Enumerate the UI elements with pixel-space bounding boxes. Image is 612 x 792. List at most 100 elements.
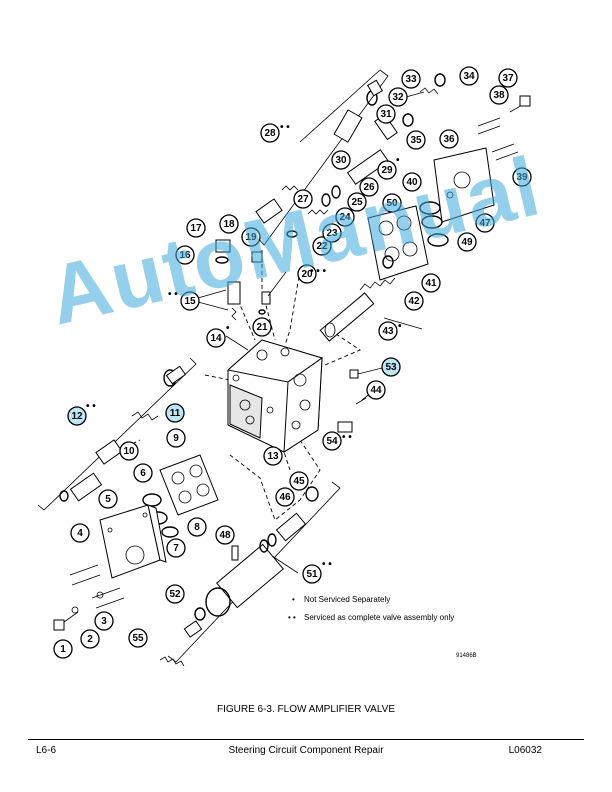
callout-circle xyxy=(402,172,422,192)
callout-30: 30 xyxy=(331,150,351,170)
callout-number: 14 xyxy=(210,333,222,344)
left-plug-assembly-bracket xyxy=(37,357,197,511)
callout-circle xyxy=(359,177,379,197)
callout-circle xyxy=(166,538,186,558)
callout-circle xyxy=(439,129,459,149)
callout-number: 22 xyxy=(316,241,328,252)
footer-section-title: Steering Circuit Component Repair xyxy=(228,745,384,756)
callout-number: 52 xyxy=(169,589,181,600)
callout-circle xyxy=(128,628,148,648)
plug-17-seal-16 xyxy=(215,239,271,315)
callout-53: 53 xyxy=(381,357,401,377)
plug-53-54 xyxy=(337,369,367,433)
callout-15-mark: • • xyxy=(168,289,178,300)
callout-45: 45 xyxy=(289,471,309,491)
callout-number: 31 xyxy=(380,109,392,120)
callout-circle xyxy=(70,523,90,543)
end-cover-47 xyxy=(433,147,495,223)
callout-6: 6 xyxy=(133,463,153,483)
callout-43-mark: • xyxy=(398,321,402,332)
callout-1: 1 xyxy=(53,639,73,659)
callout-circle xyxy=(289,471,309,491)
gasket-50 xyxy=(367,205,429,281)
figure-caption: FIGURE 6-3. FLOW AMPLIFIER VALVE xyxy=(216,704,395,715)
callout-circle xyxy=(459,66,479,86)
callout-33: 33 xyxy=(401,69,421,89)
callout-number: 37 xyxy=(502,73,514,84)
callout-5: 5 xyxy=(98,489,118,509)
callout-circle xyxy=(406,130,426,150)
callout-circle xyxy=(98,489,118,509)
callout-number: 54 xyxy=(326,436,338,447)
callout-number: 9 xyxy=(173,433,179,444)
callout-4: 4 xyxy=(70,523,90,543)
callout-48: 48 xyxy=(215,525,235,545)
callout-number: 27 xyxy=(297,194,309,205)
callout-number: 33 xyxy=(405,74,417,85)
callout-circle xyxy=(94,611,114,631)
callout-number: 35 xyxy=(410,135,422,146)
callout-circle xyxy=(119,441,139,461)
callout-circle xyxy=(489,85,509,105)
callout-marks: • • • • • • • • • • • • • • • • xyxy=(86,122,402,570)
cover-plate-5 xyxy=(99,504,167,579)
callout-number: 51 xyxy=(306,569,318,580)
callout-number: 34 xyxy=(463,71,475,82)
callout-number: 32 xyxy=(392,92,404,103)
callout-circle xyxy=(165,403,185,423)
callout-40: 40 xyxy=(402,172,422,192)
callout-circle xyxy=(241,227,261,247)
callout-15: 15 xyxy=(180,291,200,311)
callout-25: 25 xyxy=(347,192,367,212)
callout-2: 2 xyxy=(80,629,100,649)
callout-circle xyxy=(263,446,283,466)
callout-12: 12 xyxy=(67,406,87,426)
callout-51: 51 xyxy=(302,564,322,584)
spring-42 xyxy=(359,255,396,291)
o-rings-49 xyxy=(419,201,449,247)
callout-circle xyxy=(252,317,272,337)
callout-number: 41 xyxy=(425,278,437,289)
callout-circle xyxy=(421,273,441,293)
callout-number: 49 xyxy=(461,237,473,248)
callout-22: 22 xyxy=(312,236,332,256)
callout-number: 12 xyxy=(71,411,83,422)
callout-10: 10 xyxy=(119,441,139,461)
footer-divider xyxy=(28,739,584,740)
callout-11: 11 xyxy=(165,403,185,423)
callout-circle xyxy=(312,236,332,256)
callout-14: 14 xyxy=(206,328,226,348)
fittings-15 xyxy=(227,281,241,321)
callout-47: 47 xyxy=(475,213,495,233)
callout-number: 21 xyxy=(256,322,268,333)
callout-29-mark: • xyxy=(396,155,400,166)
callout-number: 7 xyxy=(173,543,179,554)
callout-number: 55 xyxy=(132,633,144,644)
callout-9: 9 xyxy=(166,428,186,448)
callout-number: 4 xyxy=(77,528,83,539)
callout-circle xyxy=(186,218,206,238)
callout-20-mark: • • • xyxy=(310,266,327,277)
callout-number: 2 xyxy=(87,634,93,645)
callout-3: 3 xyxy=(94,611,114,631)
callout-41: 41 xyxy=(421,273,441,293)
legend: • Not Serviced Separately • • Serviced a… xyxy=(288,595,454,622)
callout-circle xyxy=(293,189,313,209)
callout-54-mark: • • xyxy=(342,432,352,443)
callout-12-mark: • • xyxy=(86,401,96,412)
legend-text-1: Not Serviced Separately xyxy=(304,595,390,604)
callout-number: 28 xyxy=(264,128,276,139)
callout-number: 50 xyxy=(386,198,398,209)
callout-17: 17 xyxy=(186,218,206,238)
left-plug-parts xyxy=(59,365,187,502)
callout-circle xyxy=(275,487,295,507)
legend-text-2: Serviced as complete valve assembly only xyxy=(304,613,454,622)
callout-circle xyxy=(381,357,401,377)
callout-number: 10 xyxy=(123,446,135,457)
callout-circle xyxy=(302,564,322,584)
callout-circle xyxy=(206,328,226,348)
callout-31: 31 xyxy=(376,104,396,124)
callout-16: 16 xyxy=(175,245,195,265)
